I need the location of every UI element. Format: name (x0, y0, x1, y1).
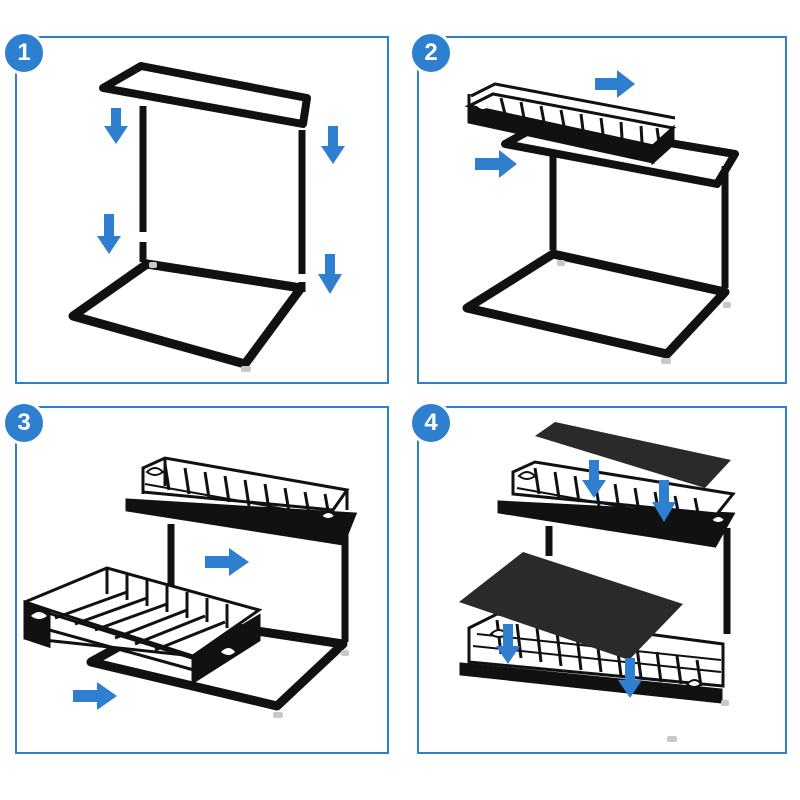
step-1-badge: 1 (2, 31, 46, 75)
frame-bottom-rectangle (68, 259, 306, 369)
step-1-panel (15, 36, 389, 384)
lower-shelf-basket (459, 612, 725, 704)
sliding-basket (23, 566, 263, 685)
foot-pads (667, 700, 729, 742)
foot-pads (557, 260, 731, 364)
upper-shelf-basket (125, 456, 358, 546)
basket-handle-icon (477, 102, 489, 109)
shelf-liner-mat (459, 552, 683, 660)
step-1-illustration (68, 62, 345, 372)
frame-top-rectangle (99, 62, 311, 128)
shelf-liner-mat (535, 422, 731, 488)
upright-posts (139, 106, 306, 292)
foot-pads (273, 650, 349, 718)
step-2-illustration (462, 70, 739, 364)
right-arrow-icon (73, 548, 249, 710)
basket-handle-icon (31, 612, 235, 655)
sliding-basket (464, 82, 677, 166)
upper-shelf-basket (497, 460, 736, 548)
step-4-illustration (459, 422, 736, 742)
down-arrow-icon (97, 108, 345, 294)
right-arrow-icon (475, 70, 635, 178)
upright-posts (549, 156, 729, 288)
step-2-badge: 2 (409, 31, 453, 75)
upright-posts (545, 526, 731, 634)
basket-handle-icon (517, 471, 727, 524)
step-3-illustration (23, 456, 358, 718)
basket-handle-icon (145, 467, 337, 520)
foot-pads (149, 262, 251, 372)
down-arrow-icon (496, 460, 676, 698)
step-3-badge: 3 (2, 401, 46, 445)
frame-bottom-rectangle (462, 249, 730, 359)
step-4-badge: 4 (409, 401, 453, 445)
